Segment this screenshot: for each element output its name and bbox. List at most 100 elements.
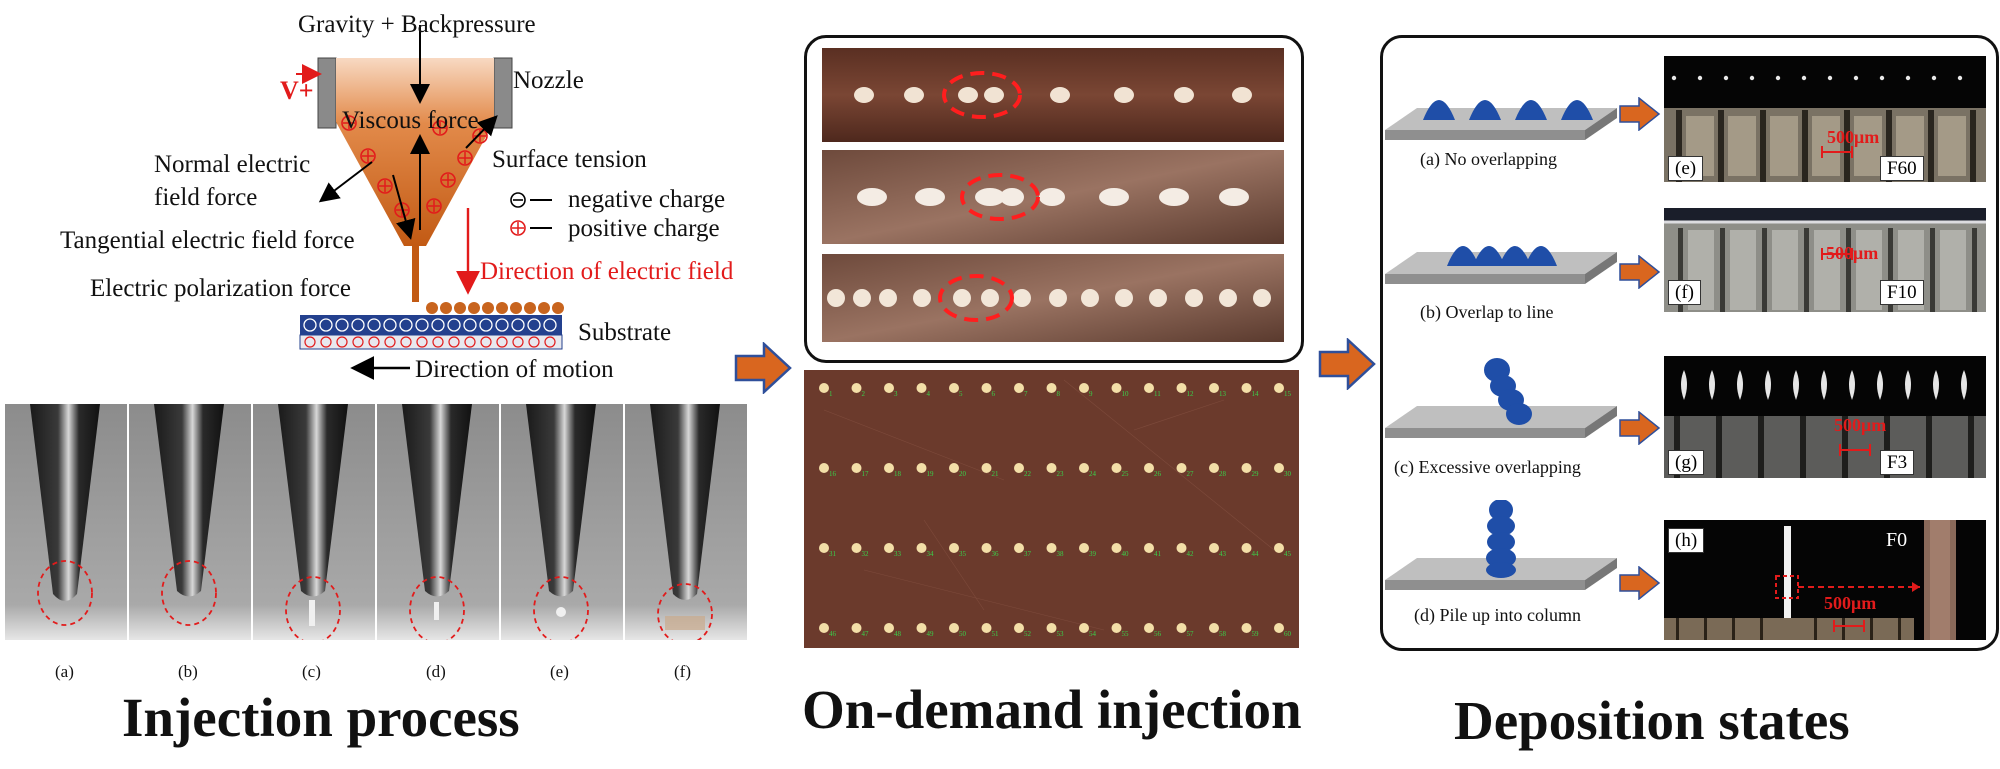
strip-1 (822, 48, 1284, 142)
droplet-number: 24 (1089, 470, 1097, 478)
droplet-number: 35 (959, 550, 967, 558)
droplet-dot (1176, 543, 1187, 553)
frame-label-b: (b) (178, 662, 198, 681)
tag-e: (e) (1668, 156, 1704, 181)
droplet-number: 56 (1154, 630, 1162, 638)
droplet-number: 4 (927, 390, 931, 398)
droplet-dot (1014, 383, 1024, 393)
droplet-dot (1014, 463, 1024, 473)
droplet-number: 2 (862, 390, 866, 398)
caption-excessive-overlapping: (c) Excessive overlapping (1394, 457, 1581, 477)
droplet-dot (819, 463, 829, 473)
droplet-number: 40 (1122, 550, 1130, 558)
droplet-number: 54 (1089, 630, 1097, 638)
positive-charges (341, 115, 488, 218)
droplet-number: 38 (1057, 550, 1065, 558)
droplet-dot (1241, 463, 1252, 473)
droplet-dot (981, 543, 992, 553)
scale-bar-h: 500μm (1824, 593, 1877, 613)
droplet-dot (916, 463, 927, 473)
frame-label-a: (a) (55, 662, 74, 681)
droplet-dot (1274, 463, 1284, 473)
droplet-number: 27 (1187, 470, 1195, 478)
droplet-dot (949, 623, 959, 633)
droplet-number: 9 (1089, 390, 1093, 398)
on-demand-injection-title: On-demand injection (802, 679, 1302, 740)
caption-no-overlapping: (a) No overlapping (1420, 149, 1557, 169)
frame-b (129, 404, 251, 640)
tag-g: (g) (1668, 450, 1705, 475)
droplet-dot (1241, 543, 1252, 553)
scale-bar-f: 500μm (1826, 243, 1879, 263)
voltage-label: V+ (280, 76, 314, 105)
droplet-strips (822, 48, 1284, 342)
droplet-number: 34 (927, 550, 935, 558)
droplet-dot (1046, 623, 1057, 633)
frame-label-d: (d) (426, 662, 446, 681)
droplet-number: 53 (1057, 630, 1065, 638)
droplet-number: 18 (894, 470, 902, 478)
arrow-to-middle-icon (734, 342, 792, 394)
droplet-number: 17 (862, 470, 870, 478)
viscous-force-label: Viscous force (342, 107, 479, 134)
field-direction-label: Direction of electric field (480, 258, 734, 285)
droplet-dot (1176, 623, 1187, 633)
droplet-number: 21 (992, 470, 1000, 478)
droplet-dot (884, 383, 894, 393)
droplet-dot (1209, 623, 1219, 633)
droplet-dot (1111, 463, 1122, 473)
droplet-dot (1274, 543, 1284, 553)
no-overlap-illustration (1385, 100, 1617, 140)
droplet-dot (1209, 543, 1219, 553)
droplet-number: 19 (927, 470, 935, 478)
micrograph-h (1664, 520, 1986, 640)
droplet-number: 55 (1122, 630, 1130, 638)
fluid-jet (412, 246, 419, 302)
frame-f (625, 404, 747, 640)
droplet-number: 37 (1024, 550, 1032, 558)
micrograph-f (1664, 208, 1986, 312)
excessive-overlap-illustration (1385, 358, 1617, 438)
droplet-dot (1046, 463, 1057, 473)
deposited-droplets (426, 302, 564, 314)
fluid-meniscus (336, 58, 494, 246)
droplet-number: 8 (1057, 390, 1061, 398)
frame-label-e: (e) (550, 662, 569, 681)
tag-h: (h) (1668, 528, 1705, 553)
droplet-number: 26 (1154, 470, 1162, 478)
droplet-dot (819, 623, 829, 633)
droplet-dot (1014, 543, 1024, 553)
droplet-number: 10 (1122, 390, 1130, 398)
injection-frames (5, 404, 747, 640)
droplet-dot (1111, 383, 1122, 393)
arrow-row-c-icon (1619, 411, 1661, 445)
droplet-number: 58 (1219, 630, 1227, 638)
droplet-number: 50 (959, 630, 967, 638)
negative-charge-label: negative charge (568, 186, 726, 213)
droplet-number: 20 (959, 470, 967, 478)
droplet-dot (851, 543, 862, 553)
injection-schematic (296, 25, 564, 380)
droplet-dot (1111, 623, 1122, 633)
droplet-number: 33 (894, 550, 902, 558)
nozzle-label: Nozzle (513, 67, 584, 94)
substrate (299, 315, 563, 350)
droplet-dot (1079, 463, 1089, 473)
droplet-number: 41 (1154, 550, 1162, 558)
code-g: F3 (1880, 450, 1915, 475)
droplet-number: 46 (829, 630, 837, 638)
droplet-number: 28 (1219, 470, 1227, 478)
droplet-dot (1241, 383, 1252, 393)
arrow-row-b-icon (1619, 255, 1661, 289)
droplet-number: 22 (1024, 470, 1032, 478)
droplet-number: 25 (1122, 470, 1130, 478)
droplet-number: 29 (1252, 470, 1260, 478)
substrate-label: Substrate (578, 319, 672, 346)
droplet-dot (1209, 463, 1219, 473)
tag-f: (f) (1668, 280, 1701, 305)
droplet-number: 16 (829, 470, 837, 478)
droplet-number: 45 (1284, 550, 1292, 558)
droplet-number: 48 (894, 630, 902, 638)
nozzle-wall-left (317, 57, 337, 129)
scale-bar-e: 500μm (1827, 127, 1880, 147)
